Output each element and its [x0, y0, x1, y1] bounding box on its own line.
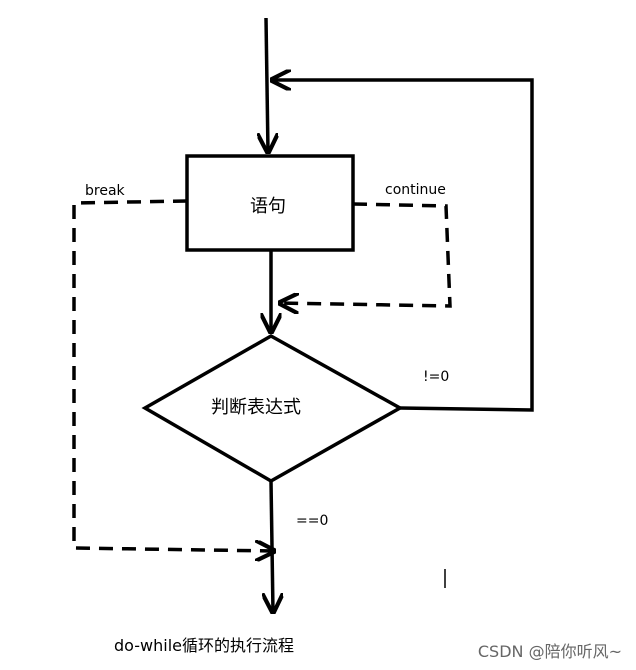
statement-box [185, 154, 355, 252]
break-path [72, 199, 274, 551]
continue-path [280, 202, 452, 306]
continue-label: continue [385, 182, 446, 198]
watermark: CSDN @陪你听风~ [478, 642, 622, 661]
entry-arrow [266, 17, 268, 152]
exit-arrow [271, 480, 273, 612]
caption: do-while循环的执行流程 [114, 636, 294, 655]
statement-label: 语句 [250, 196, 286, 217]
break-label: break [85, 183, 126, 199]
condition-label: 判断表达式 [211, 397, 301, 418]
nonzero-label: !=0 [423, 369, 449, 385]
zero-label: ==0 [296, 513, 328, 529]
loop-back-arrow [272, 80, 534, 412]
